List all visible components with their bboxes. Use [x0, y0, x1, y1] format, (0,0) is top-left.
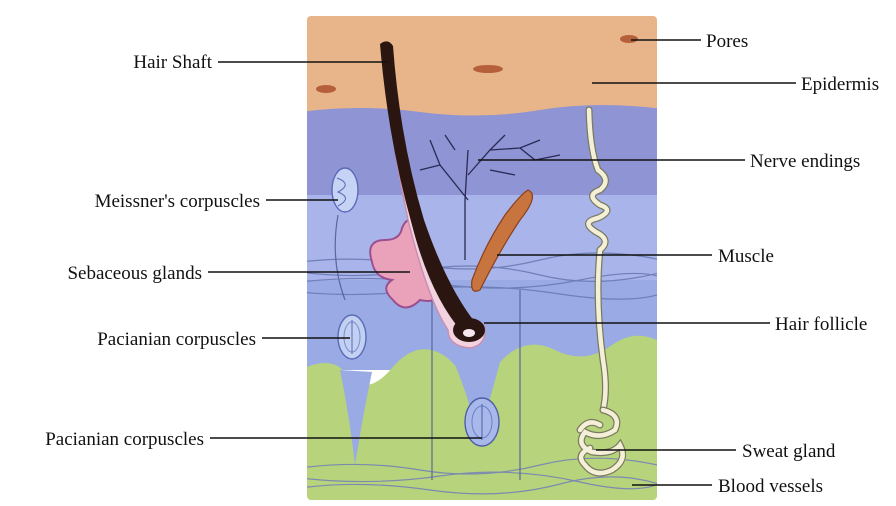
sweat-gland-label: Sweat gland: [742, 441, 836, 462]
muscle-label: Muscle: [718, 246, 774, 267]
epidermis-label: Epidermis: [801, 74, 879, 95]
hair-bulb: [453, 318, 485, 342]
pore-2: [316, 85, 336, 93]
pacinian-2-label: Pacianian corpuscles: [45, 429, 204, 450]
meissner-label: Meissner's corpuscles: [95, 191, 260, 212]
sebaceous-label: Sebaceous glands: [67, 263, 202, 284]
pores-label: Pores: [706, 31, 748, 52]
blood-vessels-label: Blood vessels: [718, 476, 823, 497]
pore-3: [620, 35, 638, 43]
hair-shaft-label: Hair Shaft: [133, 52, 212, 73]
pacinian-1-label: Pacianian corpuscles: [97, 329, 256, 350]
nerve-endings-label: Nerve endings: [750, 151, 860, 172]
hair-follicle-label: Hair follicle: [775, 314, 867, 335]
pacinian-corpuscle-upper: [338, 315, 366, 359]
meissner-corpuscle: [332, 168, 358, 212]
pore-1: [473, 65, 503, 73]
